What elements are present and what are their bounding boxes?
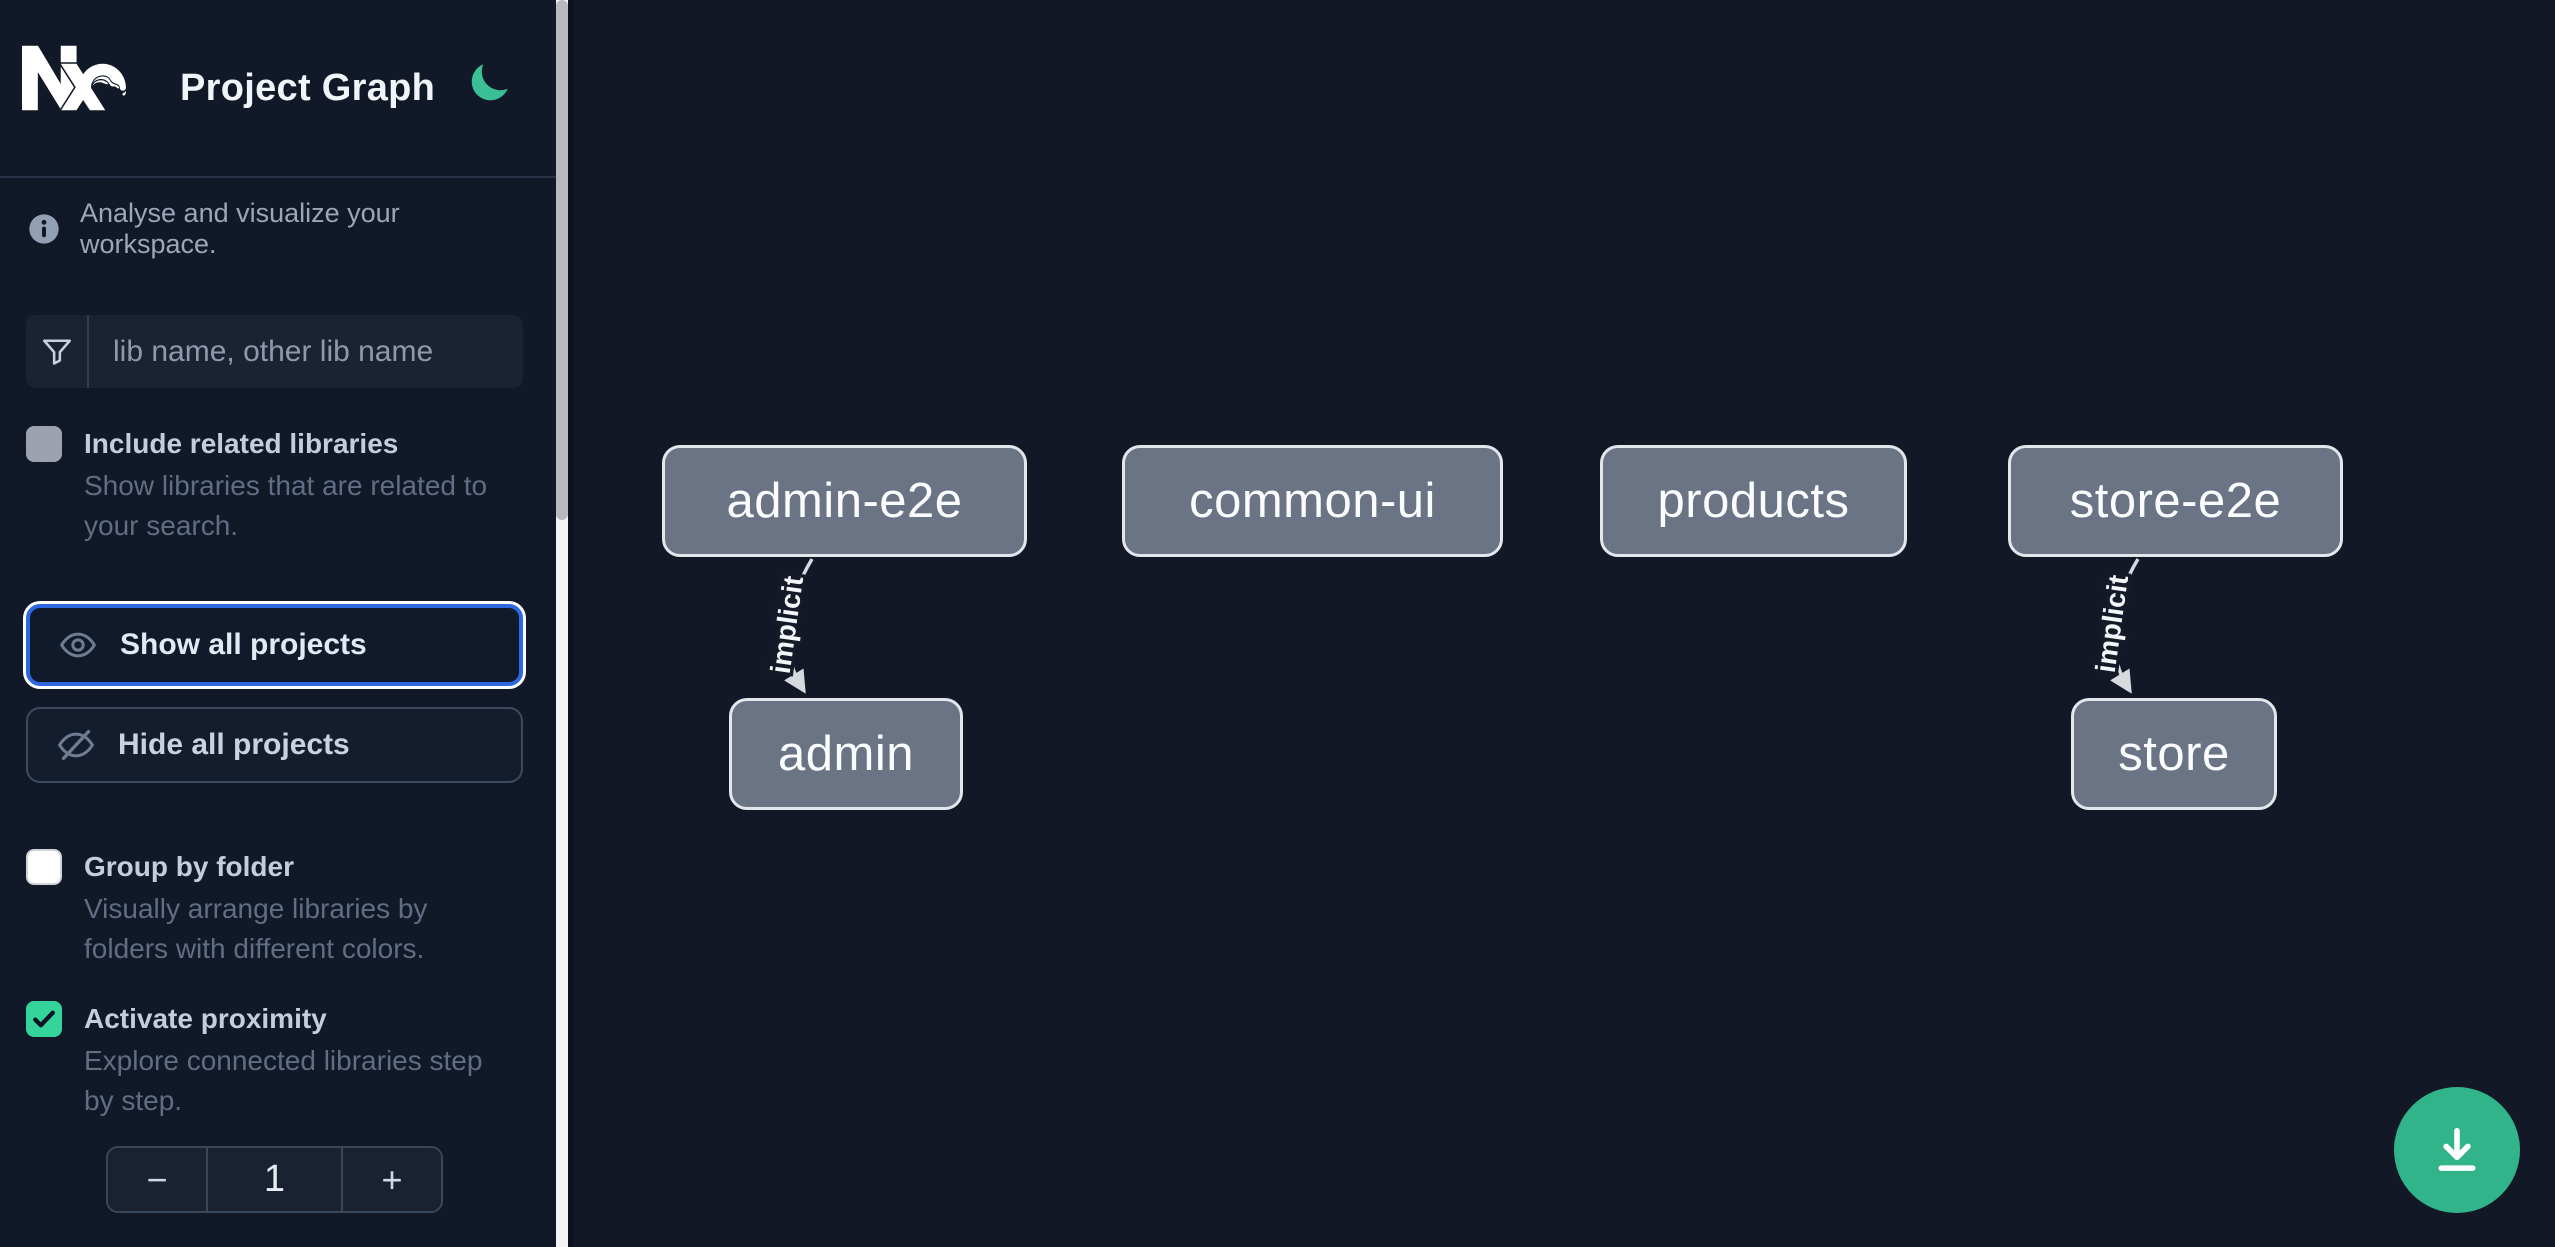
decrement-button[interactable]: − <box>108 1148 206 1211</box>
include-related-description: Show libraries that are related to your … <box>84 470 488 541</box>
theme-toggle-button[interactable] <box>466 60 512 106</box>
library-filter <box>26 315 523 388</box>
download-icon <box>2438 1127 2476 1171</box>
sidebar: Project Graph Analyse and visualize your… <box>0 0 556 1247</box>
graph-canvas[interactable] <box>568 0 2555 1247</box>
project-node-admin[interactable]: admin <box>729 698 963 810</box>
moon-icon <box>471 64 508 101</box>
page-title: Project Graph <box>180 67 436 109</box>
increment-button[interactable]: + <box>343 1148 441 1211</box>
activate-proximity-description: Explore connected libraries step by step… <box>84 1045 483 1116</box>
option-include-related: Include related libraries Show libraries… <box>26 424 526 546</box>
proximity-depth-stepper: − 1 + <box>106 1146 443 1213</box>
filter-funnel-icon <box>26 315 89 388</box>
checkmark-icon <box>33 1010 55 1028</box>
show-all-projects-button[interactable]: Show all projects <box>26 604 523 686</box>
nx-logo <box>22 45 126 111</box>
group-by-folder-description: Visually arrange libraries by folders wi… <box>84 893 428 964</box>
include-related-checkbox[interactable] <box>26 426 62 462</box>
eye-icon <box>59 632 97 658</box>
eye-slash-icon <box>57 730 95 760</box>
group-by-folder-checkbox[interactable] <box>26 849 62 885</box>
project-node-common-ui[interactable]: common-ui <box>1122 445 1503 557</box>
workspace-tagline-row: Analyse and visualize your workspace. <box>28 198 528 260</box>
activate-proximity-checkbox[interactable] <box>26 1001 62 1037</box>
sidebar-header: Project Graph <box>0 0 556 178</box>
option-group-by-folder: Group by folder Visually arrange librari… <box>26 847 526 969</box>
proximity-depth-value: 1 <box>206 1148 343 1211</box>
tagline-text: Analyse and visualize your workspace. <box>80 198 400 259</box>
download-image-button[interactable] <box>2394 1087 2520 1213</box>
sidebar-scrollbar-thumb[interactable] <box>556 0 568 520</box>
group-by-folder-label: Group by folder <box>84 851 294 882</box>
hide-all-projects-button[interactable]: Hide all projects <box>26 707 523 783</box>
activate-proximity-label: Activate proximity <box>84 1003 327 1034</box>
info-icon <box>29 214 59 244</box>
option-activate-proximity: Activate proximity Explore connected lib… <box>26 999 526 1121</box>
hide-all-projects-label: Hide all projects <box>118 728 350 761</box>
project-node-products[interactable]: products <box>1600 445 1907 557</box>
project-node-admin-e2e[interactable]: admin-e2e <box>662 445 1027 557</box>
search-input[interactable] <box>89 315 523 388</box>
show-all-projects-label: Show all projects <box>120 628 367 661</box>
project-node-store-e2e[interactable]: store-e2e <box>2008 445 2343 557</box>
include-related-label: Include related libraries <box>84 428 399 459</box>
project-node-store[interactable]: store <box>2071 698 2277 810</box>
